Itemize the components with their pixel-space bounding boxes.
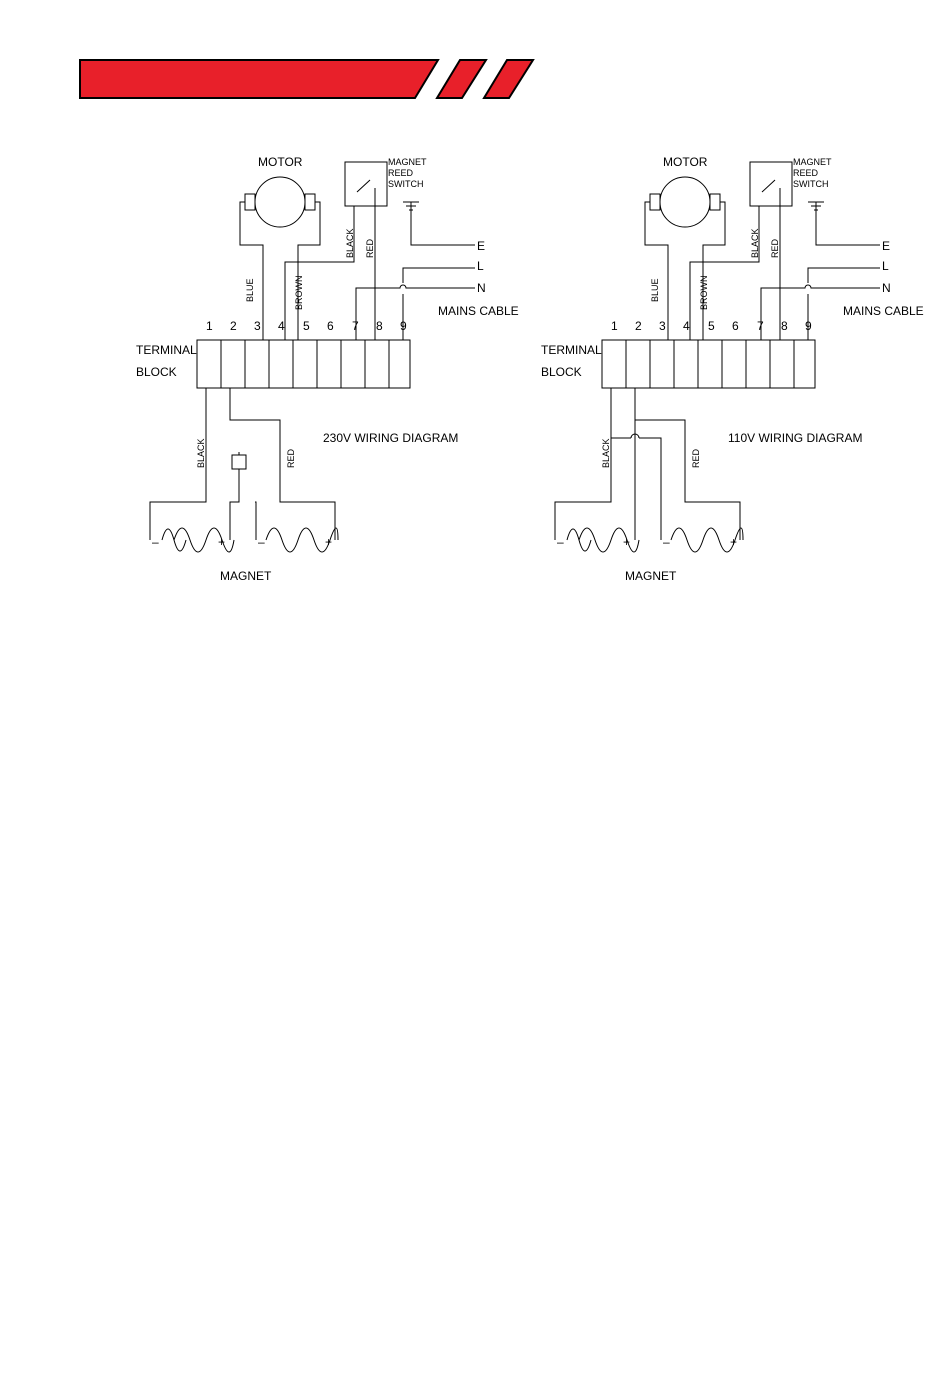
wire-black-bottom-label: BLACK — [601, 438, 611, 468]
terminal-label-2: BLOCK — [136, 365, 177, 379]
terminal-number: 1 — [206, 319, 213, 333]
banner-slash-2 — [484, 60, 533, 98]
earth-icon — [411, 202, 475, 245]
terminal-number: 9 — [400, 319, 407, 333]
terminal-number: 9 — [805, 319, 812, 333]
terminal-number: 4 — [278, 319, 285, 333]
connector-icon — [232, 455, 246, 469]
minus-sign: – — [258, 535, 265, 549]
wire-black-bottom-label: BLACK — [196, 438, 206, 468]
terminal-numbers: 1 2 3 4 5 6 7 8 9 — [611, 319, 812, 333]
wire-red-bottom-label: RED — [286, 448, 296, 468]
wire-brown-label: BROWN — [699, 276, 709, 311]
mains-e-label: E — [477, 239, 485, 253]
terminal-number: 1 — [611, 319, 618, 333]
terminal-number: 8 — [376, 319, 383, 333]
terminal-number: 7 — [352, 319, 359, 333]
banner-slash-1 — [437, 60, 486, 98]
wiring-diagram-110v: MOTOR MAGNET REED SWITCH E L N MAINS CAB… — [525, 140, 950, 600]
switch-label-3: SWITCH — [388, 179, 424, 189]
switch-label-1: MAGNET — [388, 157, 427, 167]
mains-l-label: L — [477, 259, 484, 273]
wiring-diagram-230v: MOTOR MAGNET REED SWITCH E L N MAINS CAB… — [120, 140, 550, 600]
wire-red-label: RED — [365, 238, 375, 258]
magnet-label: MAGNET — [625, 569, 677, 583]
terminal-number: 8 — [781, 319, 788, 333]
switch-label-1: MAGNET — [793, 157, 832, 167]
motor-icon — [255, 177, 305, 227]
mains-cable-label: MAINS CABLE — [438, 304, 519, 318]
terminal-number: 5 — [708, 319, 715, 333]
mains-n-label: N — [477, 281, 486, 295]
terminal-number: 4 — [683, 319, 690, 333]
minus-sign: – — [152, 535, 159, 549]
minus-sign: – — [557, 535, 564, 549]
terminal-block — [197, 340, 410, 388]
plus-sign: + — [730, 535, 737, 549]
wire-red-bottom-label: RED — [691, 448, 701, 468]
wire-blue-label: BLUE — [245, 278, 255, 302]
terminal-number: 5 — [303, 319, 310, 333]
switch-label-3: SWITCH — [793, 179, 829, 189]
terminal-number: 2 — [635, 319, 642, 333]
terminal-number: 7 — [757, 319, 764, 333]
wire-brown-label: BROWN — [294, 276, 304, 311]
banner-main-stripe — [80, 60, 438, 98]
wire-blue-label: BLUE — [650, 278, 660, 302]
plus-sign: + — [325, 535, 332, 549]
motor-label: MOTOR — [258, 155, 303, 169]
terminal-number: 6 — [327, 319, 334, 333]
mains-e-label: E — [882, 239, 890, 253]
plus-sign: + — [623, 535, 630, 549]
terminal-block — [602, 340, 815, 388]
mains-n-label: N — [882, 281, 891, 295]
earth-icon — [816, 202, 880, 245]
terminal-label-1: TERMINAL — [541, 343, 602, 357]
plus-sign: + — [218, 535, 225, 549]
switch-label-2: REED — [388, 168, 414, 178]
header-banner — [0, 0, 950, 110]
terminal-numbers: 1 2 3 4 5 6 7 8 9 — [206, 319, 407, 333]
wire-black-label: BLACK — [345, 228, 355, 258]
motor-icon — [660, 177, 710, 227]
diagram-title: 110V WIRING DIAGRAM — [728, 431, 862, 445]
minus-sign: – — [663, 535, 670, 549]
terminal-label-1: TERMINAL — [136, 343, 197, 357]
wire-red-label: RED — [770, 238, 780, 258]
switch-label-2: REED — [793, 168, 819, 178]
terminal-number: 3 — [254, 319, 261, 333]
mains-l-label: L — [882, 259, 889, 273]
motor-label: MOTOR — [663, 155, 708, 169]
wire-black-label: BLACK — [750, 228, 760, 258]
magnet-label: MAGNET — [220, 569, 272, 583]
terminal-number: 3 — [659, 319, 666, 333]
terminal-number: 6 — [732, 319, 739, 333]
terminal-label-2: BLOCK — [541, 365, 582, 379]
terminal-number: 2 — [230, 319, 237, 333]
mains-cable-label: MAINS CABLE — [843, 304, 924, 318]
diagram-title: 230V WIRING DIAGRAM — [323, 431, 458, 445]
